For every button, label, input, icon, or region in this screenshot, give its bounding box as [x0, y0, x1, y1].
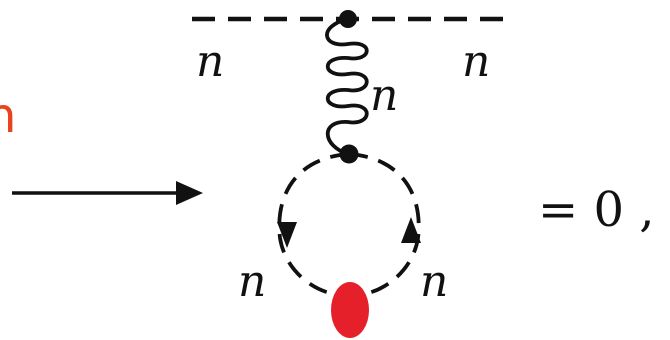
side-label: n: [0, 88, 16, 144]
loop-left-arrowhead: [277, 222, 297, 248]
loop-right-label: n: [420, 256, 448, 307]
loop-right-dashed: [348, 152, 421, 296]
top-right-label: n: [462, 36, 490, 87]
loop-left-label: n: [238, 256, 266, 307]
equals-zero: = 0 ,: [538, 182, 655, 238]
top-left-label: n: [196, 36, 224, 87]
loop-right-arrowhead: [401, 217, 421, 243]
gluon-line: [325, 17, 369, 156]
gluon-label: n: [370, 70, 398, 121]
insertion-blob: [331, 282, 369, 338]
loop-left-dashed: [277, 152, 350, 296]
arrow-head: [176, 181, 203, 205]
